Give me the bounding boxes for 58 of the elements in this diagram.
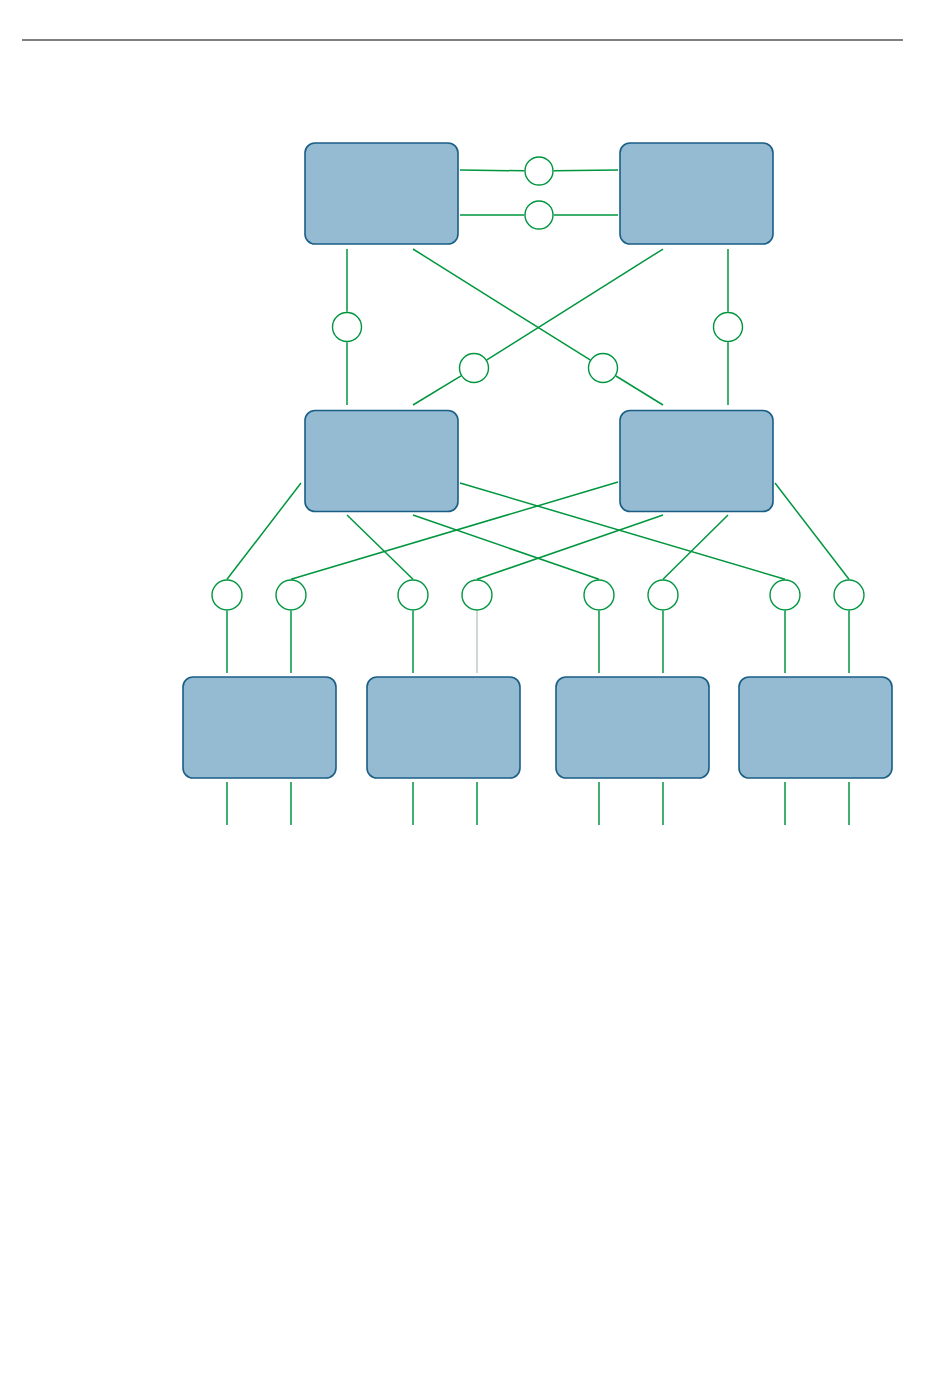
connector-line bbox=[290, 781, 292, 826]
connector-line bbox=[346, 248, 348, 313]
connector-line bbox=[784, 781, 786, 826]
connector-line bbox=[412, 514, 600, 581]
junction-circle bbox=[461, 579, 493, 611]
connector-line bbox=[412, 781, 414, 826]
junction-circle bbox=[647, 579, 679, 611]
connector-line bbox=[459, 169, 526, 172]
connector-line bbox=[784, 609, 786, 674]
connector-line bbox=[552, 169, 619, 172]
connector-line bbox=[727, 341, 729, 406]
connector-line bbox=[598, 609, 600, 674]
junction-circle bbox=[833, 579, 865, 611]
junction-circle bbox=[331, 311, 363, 343]
connector-line bbox=[459, 214, 526, 216]
rounded-box bbox=[366, 676, 521, 779]
connector-line bbox=[598, 781, 600, 826]
connector-line bbox=[290, 481, 619, 581]
connector-line bbox=[486, 248, 664, 361]
connector-line bbox=[412, 248, 591, 361]
connector-line bbox=[226, 482, 302, 581]
rounded-box bbox=[738, 676, 893, 779]
junction-circle bbox=[583, 579, 615, 611]
connector-line bbox=[662, 609, 664, 674]
connector-line bbox=[662, 514, 729, 581]
connector-line bbox=[662, 781, 664, 826]
connector-line bbox=[848, 781, 850, 826]
connector-line bbox=[412, 609, 414, 674]
connector-line bbox=[476, 514, 664, 581]
connector-line bbox=[615, 375, 664, 406]
rounded-box bbox=[555, 676, 710, 779]
connector-line bbox=[476, 610, 478, 674]
connector-line bbox=[459, 482, 786, 581]
junction-circle bbox=[458, 352, 490, 384]
junction-circle bbox=[524, 156, 554, 186]
rounded-box bbox=[304, 142, 459, 245]
junction-circle bbox=[712, 311, 744, 343]
connector-line bbox=[412, 375, 462, 406]
connector-line bbox=[552, 214, 619, 216]
junction-circle bbox=[587, 352, 619, 384]
connector-line bbox=[727, 248, 729, 313]
rounded-box bbox=[182, 676, 337, 779]
junction-circle bbox=[211, 579, 243, 611]
connector-line bbox=[226, 781, 228, 826]
rounded-box bbox=[619, 142, 774, 245]
junction-circle bbox=[275, 579, 307, 611]
rounded-box bbox=[304, 409, 459, 513]
connector-line bbox=[346, 341, 348, 406]
connector-line bbox=[226, 609, 228, 674]
junction-circle bbox=[397, 579, 429, 611]
connector-line bbox=[774, 482, 850, 581]
rounded-box bbox=[619, 409, 774, 513]
connector-line bbox=[290, 609, 292, 674]
connector-line bbox=[476, 781, 478, 826]
junction-circle bbox=[769, 579, 801, 611]
connector-line bbox=[346, 514, 414, 581]
junction-circle bbox=[524, 200, 554, 230]
connector-line bbox=[848, 609, 850, 674]
